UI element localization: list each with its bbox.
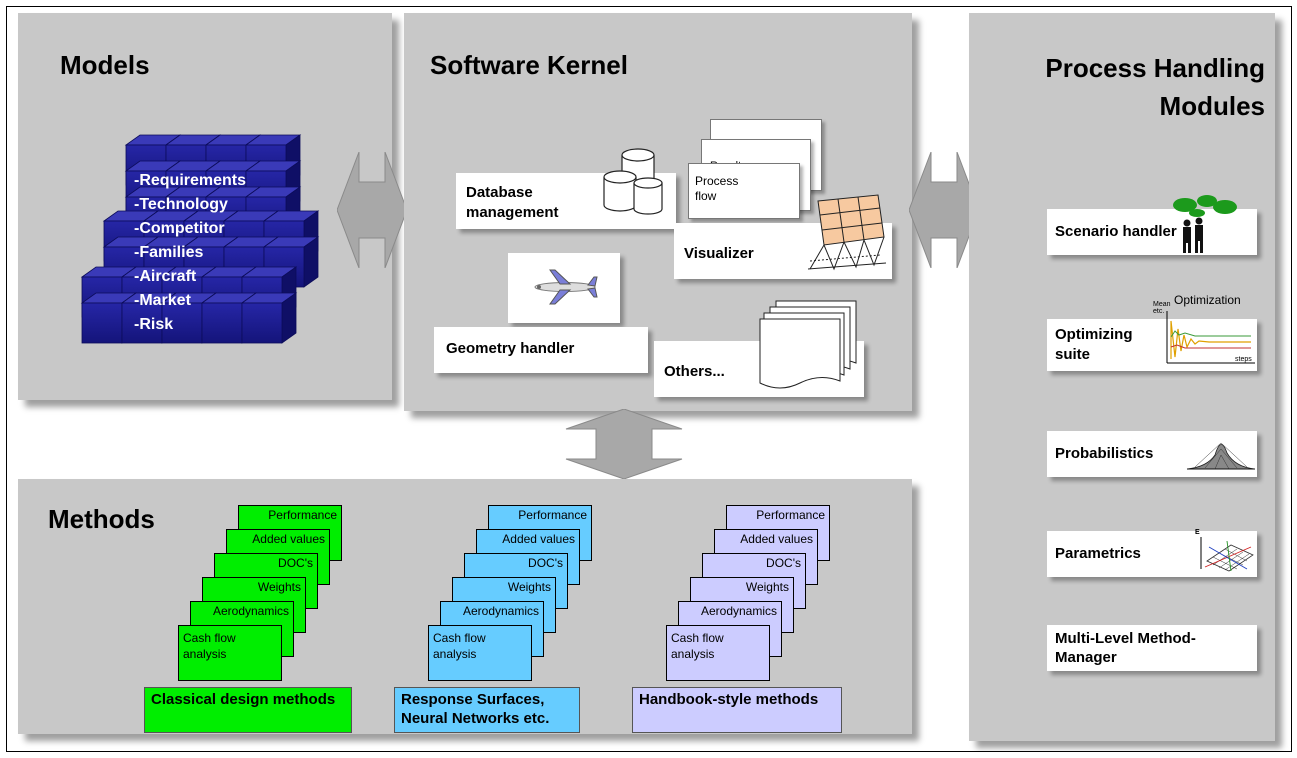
method-card-label: Weights [507,580,551,594]
method-group-label: Classical design methods [144,687,352,733]
models-panel: Models -Requirements -Technology -Compet… [18,13,392,400]
method-card: Cash flow analysis [428,625,532,681]
method-card-label: Added values [740,532,813,546]
scenario-handler-label: Scenario handler [1055,223,1177,240]
method-card: Cash flow analysis [178,625,282,681]
method-card-label: Performance [518,508,587,522]
diagram-frame: Models -Requirements -Technology -Compet… [6,6,1292,752]
airplane-image-card [508,253,620,323]
method-card-label: Aerodynamics [700,604,777,618]
parametrics-axis-caption: E [1195,529,1200,536]
multi-level-label: Multi-Level Method-Manager [1055,630,1196,666]
method-card-label: Cash flow analysis [433,631,486,661]
method-card-label: Aerodynamics [212,604,289,618]
optimization-mean-caption: Mean etc. [1153,301,1171,315]
airplane-icon [534,269,598,305]
parametrics-label: Parametrics [1055,545,1141,562]
people-globe-icon [1173,195,1237,253]
method-card-label: Cash flow analysis [183,631,236,661]
method-card-label: Performance [268,508,337,522]
model-item: -Competitor [134,220,225,237]
database-icon [603,148,663,215]
method-group-label: Response Surfaces, Neural Networks etc. [394,687,580,733]
method-card-label: Added values [502,532,575,546]
cube-stack-graphic [80,134,320,344]
models-title: Models [60,50,150,80]
process-panel: Process Handling Modules Scenario handle… [969,13,1275,741]
database-label: Database management [466,184,559,221]
model-item: -Technology [134,196,228,213]
optimization-caption: Optimization [1174,293,1241,307]
parametrics-card: Parametrics [1047,531,1257,577]
method-card-label: DOC's [528,556,563,570]
optimizing-suite-label: Optimizing suite [1055,326,1133,363]
probabilistics-label: Probabilistics [1055,445,1154,462]
visualizer-label: Visualizer [684,245,754,262]
model-item: -Market [134,292,191,309]
grid-structure-icon [807,194,887,271]
method-card-label: Performance [756,508,825,522]
method-card: Cash flow analysis [666,625,770,681]
process-title: Process Handling Modules [1045,53,1265,121]
distribution-surface-icon [1186,442,1256,470]
methods-title: Methods [48,504,155,534]
method-group-label: Handbook-style methods [632,687,842,733]
double-arrow-right [909,152,979,268]
software-kernel-panel: Software Kernel Database management ... … [404,13,912,411]
double-arrow-vertical [565,409,683,479]
method-card-label: DOC's [766,556,801,570]
multi-level-card: Multi-Level Method-Manager [1047,625,1257,671]
model-item: -Aircraft [134,268,197,285]
scenario-handler-card: Scenario handler [1047,209,1257,255]
method-card-label: Cash flow analysis [671,631,724,661]
others-label: Others... [664,363,725,380]
method-card-label: Weights [745,580,789,594]
optimizing-suite-card: Optimizing suite [1047,319,1257,371]
double-arrow-left [337,152,407,268]
pages-stack-icon [759,300,857,389]
kernel-title: Software Kernel [430,50,628,80]
geometry-label: Geometry handler [446,340,575,357]
method-card-label: Aerodynamics [462,604,539,618]
method-card-label: Added values [252,532,325,546]
models-list: -Requirements -Technology -Competitor -F… [134,169,246,337]
model-item: -Requirements [134,172,247,189]
steps-caption: steps [1235,356,1252,363]
model-item: -Families [134,244,204,261]
model-item: -Risk [134,316,174,333]
optimization-plot-icon [1166,311,1255,364]
geometry-card: Geometry handler [434,327,648,373]
method-card-label: Weights [257,580,301,594]
doc-sheet-front: Process flow [688,163,800,219]
parametric-surface-icon [1200,537,1254,572]
method-card-label: DOC's [278,556,313,570]
